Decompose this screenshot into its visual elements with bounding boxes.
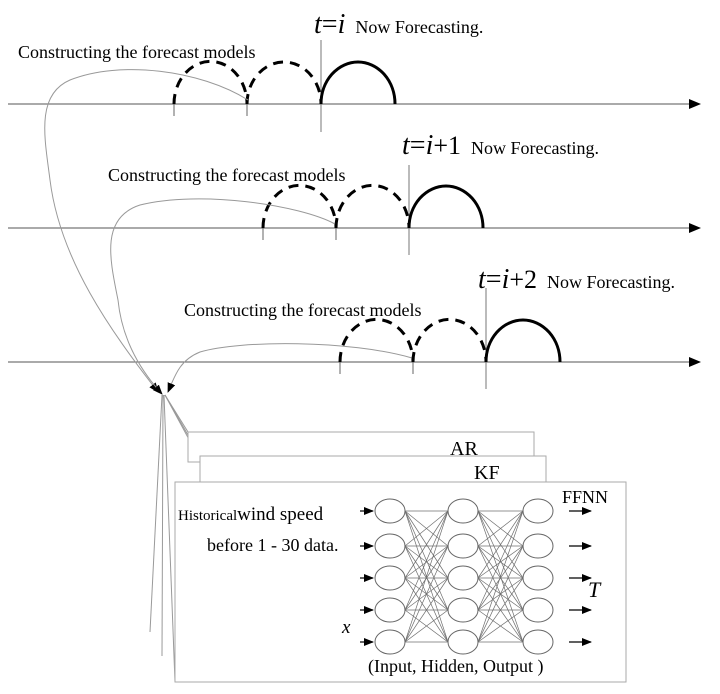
ffnn-model-label: FFNN xyxy=(562,487,608,507)
fan-line-3 xyxy=(163,394,176,683)
network-edge xyxy=(477,510,524,547)
kf-model-card xyxy=(199,455,547,487)
network-edge xyxy=(477,577,524,643)
input-description: Historicalwind speed before 1 - 30 data.… xyxy=(178,504,602,638)
historical-wind-speed-label: Historicalwind speed xyxy=(178,504,324,525)
ar-model-label: AR xyxy=(450,438,478,460)
network-nodes xyxy=(374,498,554,655)
hidden-node xyxy=(447,565,479,591)
input-node xyxy=(374,565,406,591)
output-node xyxy=(522,533,554,559)
network-edge xyxy=(404,510,449,547)
output-symbol-T: T xyxy=(588,577,602,602)
output-node xyxy=(522,597,554,623)
network-edge xyxy=(404,545,449,643)
network-edge xyxy=(404,609,449,643)
network-caption: (Input, Hidden, Output ) xyxy=(368,656,543,677)
construct-connector-1 xyxy=(44,69,249,181)
network-edge xyxy=(477,545,524,611)
output-node xyxy=(522,629,554,655)
arrow-from-row-2 xyxy=(117,299,163,395)
input-node xyxy=(374,498,406,524)
past-window-arc-3a xyxy=(338,318,415,363)
current-window-arc-2 xyxy=(407,184,485,229)
construct-label-2: Constructing the forecast models xyxy=(108,165,345,185)
hidden-node xyxy=(447,597,479,623)
past-window-arc-2b xyxy=(334,184,411,229)
past-window-arc-1a xyxy=(172,60,249,105)
output-node xyxy=(522,565,554,591)
current-window-arc-3 xyxy=(484,318,562,363)
input-symbol-x: x xyxy=(341,617,351,638)
kf-model-label: KF xyxy=(474,462,500,484)
arrow-from-row-1 xyxy=(49,179,159,393)
network-edge xyxy=(404,510,449,611)
input-range-label: before 1 - 30 data. xyxy=(207,535,338,555)
past-window-arc-3b xyxy=(411,318,488,363)
construct-connector-2 xyxy=(110,198,336,301)
network-io-arrows xyxy=(360,507,592,646)
network-edge xyxy=(477,609,524,643)
network-edge xyxy=(404,510,449,643)
convergence-arrows xyxy=(49,179,413,395)
network-edge xyxy=(404,545,449,579)
network-edges xyxy=(404,510,524,643)
past-window-arc-2a xyxy=(261,184,338,229)
hidden-node xyxy=(447,533,479,559)
network-edge xyxy=(404,577,449,643)
construct-label-1: Constructing the forecast models xyxy=(18,42,255,62)
fan-line-2 xyxy=(161,394,164,657)
output-node xyxy=(522,498,554,524)
construct-label-3: Constructing the forecast models xyxy=(184,300,421,320)
input-node xyxy=(374,533,406,559)
network-edge xyxy=(404,545,449,611)
hidden-node xyxy=(447,498,479,524)
network-edge xyxy=(404,510,449,579)
input-node xyxy=(374,597,406,623)
past-window-arc-1b xyxy=(245,60,323,105)
input-node xyxy=(374,629,406,655)
network-edge xyxy=(477,545,524,643)
arrow-from-row-3 xyxy=(167,343,413,393)
network-edge xyxy=(477,510,524,579)
network-edge xyxy=(477,510,524,643)
hidden-node xyxy=(447,629,479,655)
network-edge xyxy=(477,545,524,579)
current-window-arc-1 xyxy=(319,60,397,105)
fan-line-1 xyxy=(149,394,163,633)
network-edge xyxy=(477,510,524,611)
